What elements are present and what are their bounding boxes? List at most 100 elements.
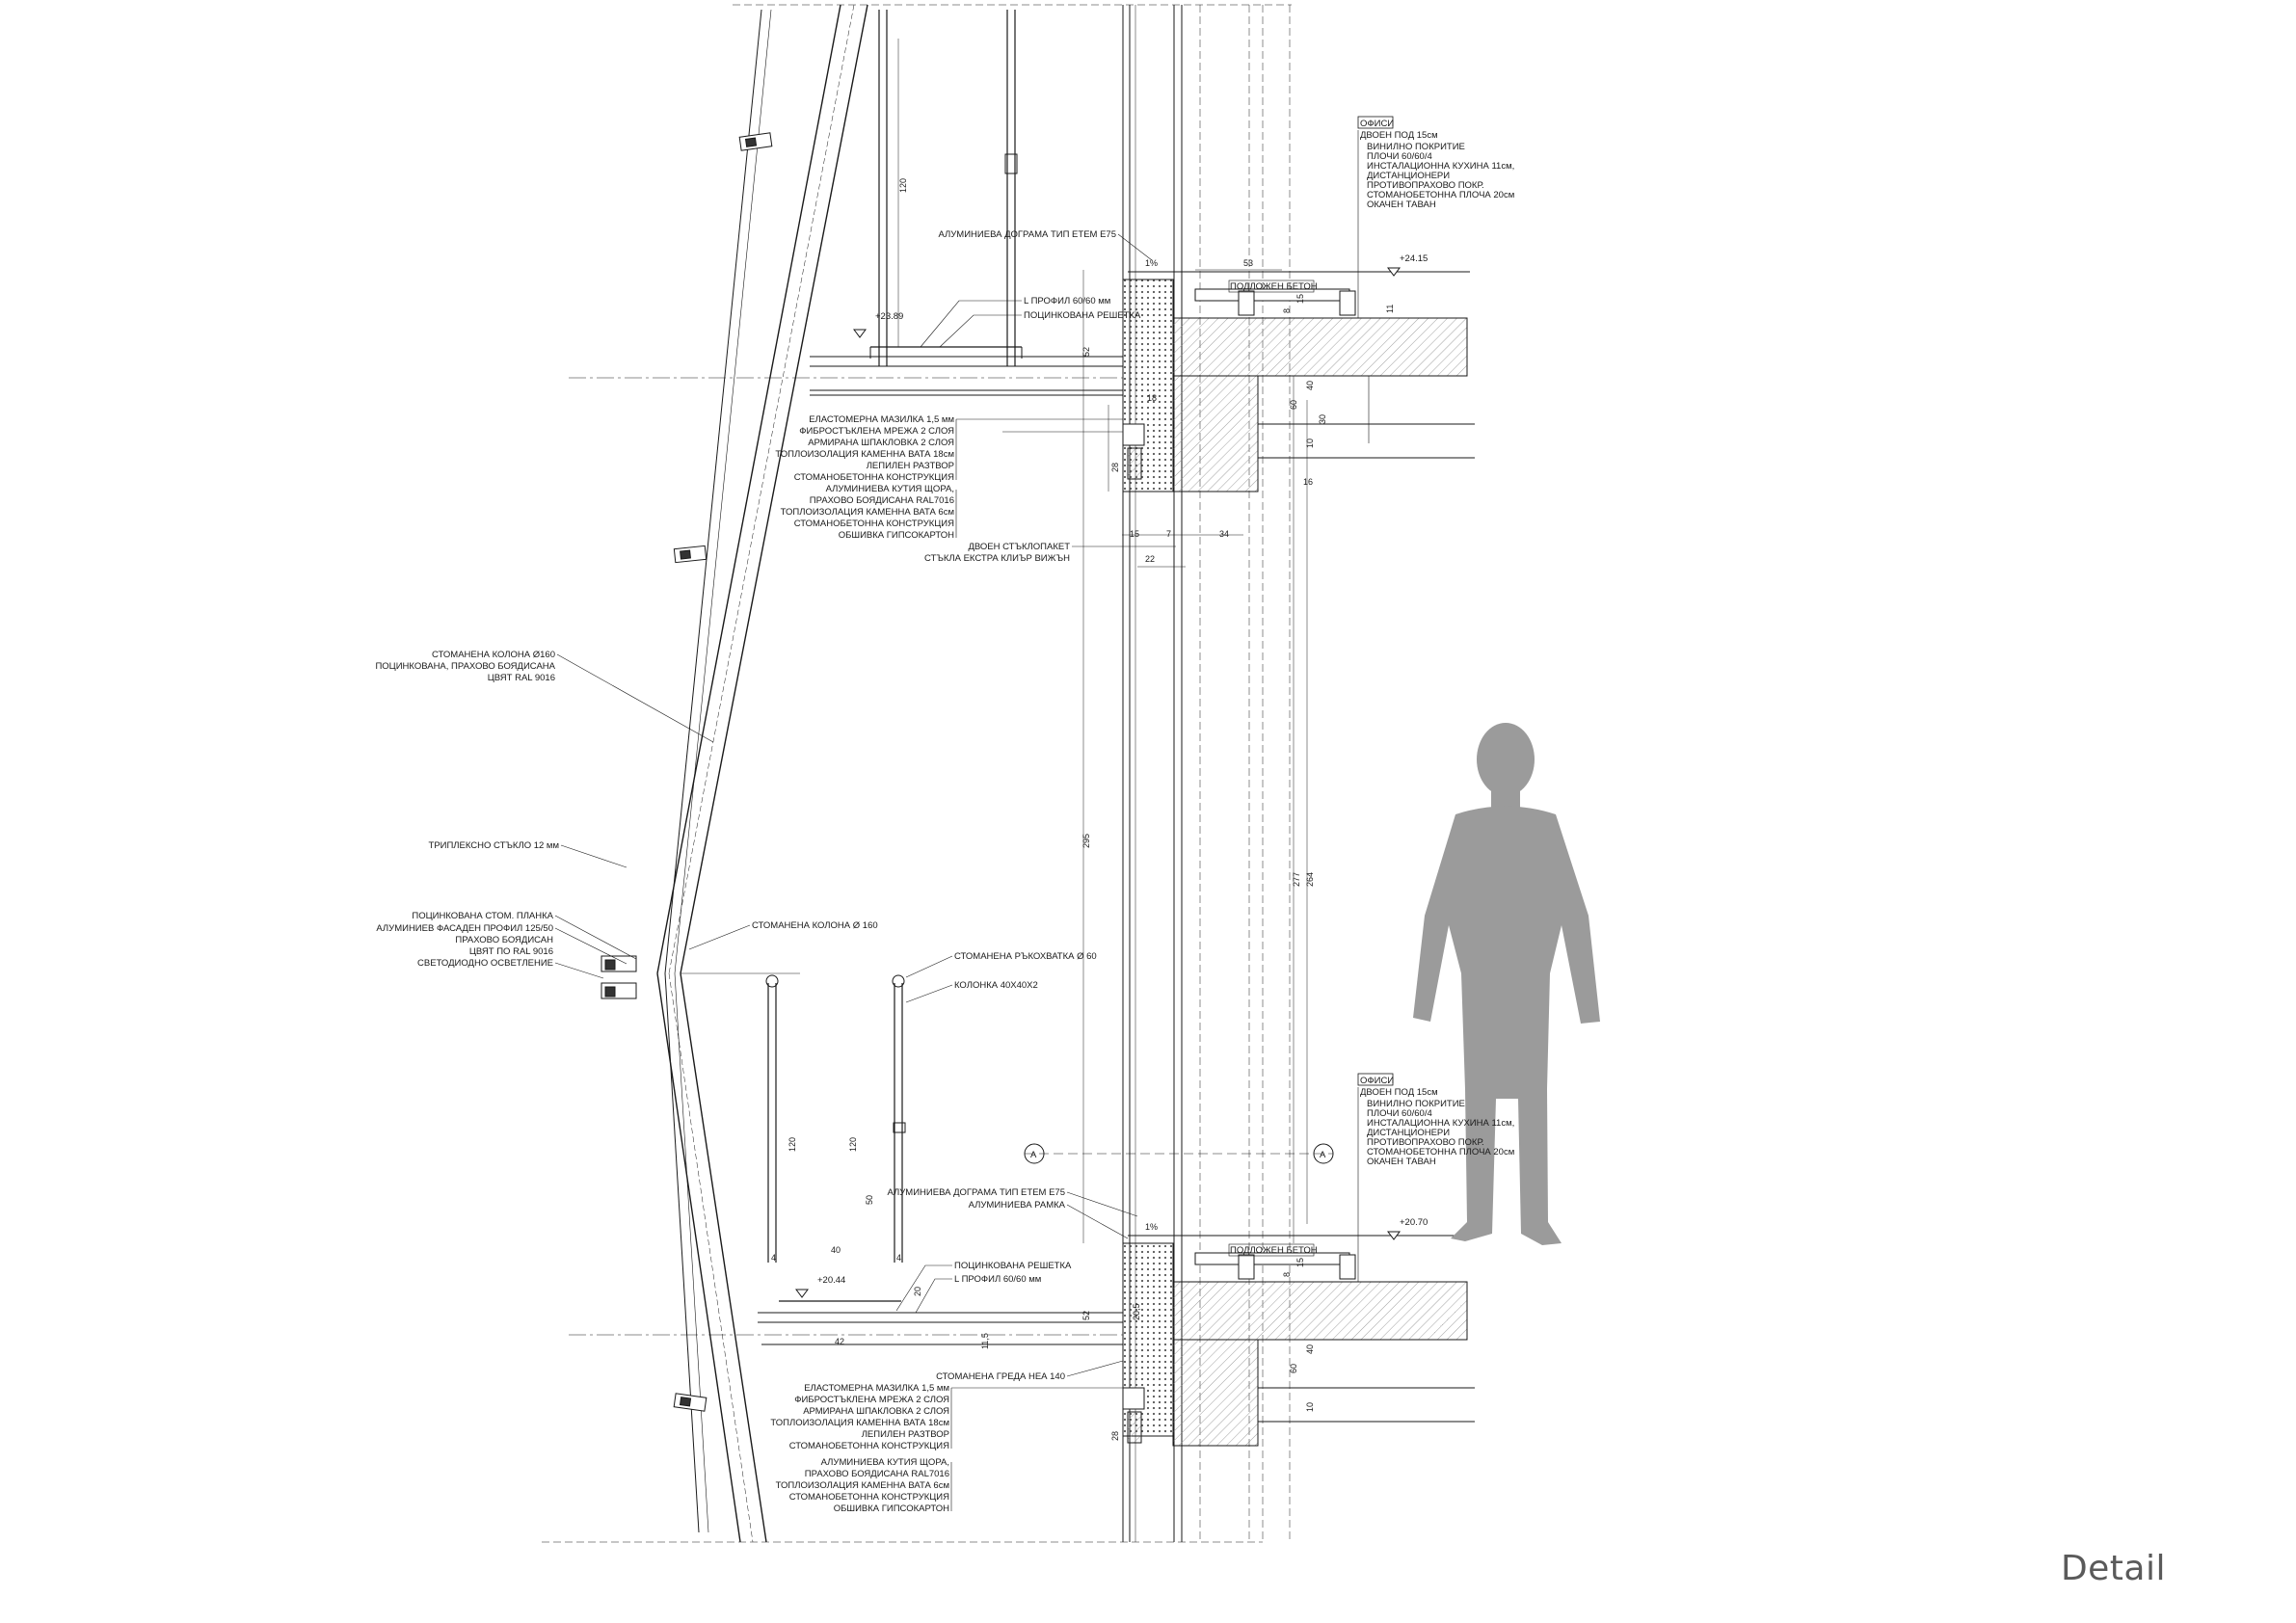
dim-post-edge: 4 <box>771 1253 776 1263</box>
dim-20-5: 20,5 <box>1132 1303 1141 1320</box>
caption: Detail <box>2060 1549 2166 1588</box>
dim-20: 20 <box>913 1287 922 1296</box>
floor-layer: ДИСТАНЦИОНЕРИ <box>1367 171 1450 181</box>
label-led: СВЕТОДИОДНО ОСВЕТЛЕНИЕ <box>417 958 553 969</box>
dim-rail-height: 120 <box>898 178 908 193</box>
floor-build-up-header: ОФИСИ <box>1360 1076 1394 1086</box>
floor-layer: ДВОЕН ПОД 15см <box>1360 1087 1438 1098</box>
lower-callouts: АЛУМИНИЕВА ДОГРАМА ТИП ЕТЕМ E75 АЛУМИНИЕ… <box>887 1187 1317 1382</box>
wall-layer: ЕЛАСТОМЕРНА МАЗИЛКА 1,5 мм <box>809 414 954 425</box>
section-marker-label-left: A <box>1030 1150 1037 1160</box>
dim-295: 295 <box>1081 834 1091 848</box>
wall-layers-upper: ЕЛАСТОМЕРНА МАЗИЛКА 1,5 мм ФИБРОСТЪКЛЕНА… <box>775 414 1123 541</box>
level-lower-floor: +20.70 <box>1400 1217 1428 1228</box>
dim-rail-depth: 40 <box>831 1245 841 1255</box>
dim-15: 15 <box>1295 294 1305 304</box>
section-marker <box>1024 1143 1334 1164</box>
floor-layer: СТОМАНОБЕТОННА ПЛОЧА 20см <box>1367 190 1514 200</box>
label-profile: АЛУМИНИЕВ ФАСАДЕН ПРОФИЛ 125/50 <box>376 923 553 934</box>
label-screed-lower: ПОДЛОЖЕН БЕТОН <box>1230 1245 1318 1256</box>
floor-layer: ВИНИЛНО ПОКРИТИЕ <box>1367 1099 1465 1109</box>
label-glazing: ДВОЕН СТЪКЛОПАКЕТ <box>968 542 1070 552</box>
lower-slab <box>1122 1235 1475 1447</box>
dim-34: 34 <box>1219 529 1229 539</box>
wall-layer: ЕЛАСТОМЕРНА МАЗИЛКА 1,5 мм <box>804 1383 949 1394</box>
floor-layer: ДИСТАНЦИОНЕРИ <box>1367 1128 1450 1138</box>
dim-post-spacing: 50 <box>865 1195 874 1205</box>
dim-slope: 1% <box>1145 1222 1158 1232</box>
reference-lines <box>542 4 1292 1543</box>
floor-layer: ПРОТИВОПРАХОВО ПОКР. <box>1367 1137 1484 1148</box>
dim-10: 10 <box>1305 439 1315 448</box>
label-post: КОЛОНКА 40Х40Х2 <box>954 980 1038 991</box>
shutter-layer: ОБШИВКА ГИПСОКАРТОН <box>839 530 954 541</box>
label-l-profile-lower: L ПРОФИЛ 60/60 мм <box>954 1274 1041 1285</box>
dim-30: 30 <box>1318 414 1327 424</box>
label-beam: СТОМАНЕНА ГРЕДА НЕА 140 <box>936 1371 1065 1382</box>
dim-42: 42 <box>835 1337 844 1346</box>
label-triplex: ТРИПЛЕКСНО СТЪКЛО 12 мм <box>429 840 559 851</box>
shutter-layer: ПРАХОВО БОЯДИСАНА RAL7016 <box>810 495 954 506</box>
shutter-layer: ТОПЛОИЗОЛАЦИЯ КАМЕННА ВАТА 6см <box>781 507 954 518</box>
floor-layer: ОКАЧЕН ТАВАН <box>1367 1157 1436 1167</box>
wall-layer: ФИБРОСТЪКЛЕНА МРЕЖА 2 СЛОЯ <box>794 1395 949 1405</box>
wall-layer: СТОМАНОБЕТОННА КОНСТРУКЦИЯ <box>789 1441 949 1451</box>
label-column-mid: СТОМАНЕНА КОЛОНА Ø 160 <box>752 920 878 931</box>
wall-layer: ТОПЛОИЗОЛАЦИЯ КАМЕННА ВАТА 18см <box>775 449 954 460</box>
wall-layer: АРМИРАНА ШПАКЛОВКА 2 СЛОЯ <box>803 1406 949 1417</box>
facade-bracket <box>601 132 773 1412</box>
label-glazing: СТЪКЛА ЕКСТРА КЛИЪР ВИЖЪН <box>924 553 1070 564</box>
floor-layer: ИНСТАЛАЦИОННА КУХИНА 11см, <box>1367 161 1514 172</box>
floor-build-up-upper: ОФИСИ ДВОЕН ПОД 15см ВИНИЛНО ПОКРИТИЕ ПЛ… <box>1357 116 1514 318</box>
label-window-frame-lower: АЛУМИНИЕВА ДОГРАМА ТИП ЕТЕМ E75 <box>887 1187 1065 1198</box>
floor-layer: ВИНИЛНО ПОКРИТИЕ <box>1367 142 1465 152</box>
label-column: ЦВЯТ RAL 9016 <box>488 673 555 683</box>
shutter-layer: ТОПЛОИЗОЛАЦИЯ КАМЕННА ВАТА 6см <box>776 1480 949 1491</box>
dim-16: 16 <box>1303 477 1313 487</box>
human-figure <box>1413 723 1600 1245</box>
dim-15: 15 <box>1130 529 1139 539</box>
wall-layer: ФИБРОСТЪКЛЕНА МРЕЖА 2 СЛОЯ <box>799 426 954 437</box>
dim-rail-height: 120 <box>848 1137 858 1152</box>
floor-layer: ПЛОЧИ 60/60/4 <box>1367 1108 1432 1119</box>
label-column: ПОЦИНКОВАНА, ПРАХОВО БОЯДИСАНА <box>375 661 555 672</box>
dim-40: 40 <box>1305 1344 1315 1354</box>
dim-28: 28 <box>1110 463 1120 472</box>
dim-52: 52 <box>1081 347 1091 357</box>
wall-layer: СТОМАНОБЕТОННА КОНСТРУКЦИЯ <box>794 472 954 483</box>
dim-28: 28 <box>1110 1431 1120 1441</box>
shutter-layer: СТОМАНОБЕТОННА КОНСТРУКЦИЯ <box>789 1492 949 1503</box>
facade-callouts: СТОМАНЕНА КОЛОНА Ø160 ПОЦИНКОВАНА, ПРАХО… <box>375 650 1097 1003</box>
label-profile: ЦВЯТ ПО RAL 9016 <box>469 946 553 957</box>
wall-layer: АРМИРАНА ШПАКЛОВКА 2 СЛОЯ <box>808 438 954 448</box>
floor-layer: ИНСТАЛАЦИОННА КУХИНА 11см, <box>1367 1118 1514 1129</box>
facade-column <box>656 4 868 1543</box>
dim-22: 22 <box>1145 554 1155 564</box>
dim-11: 11 <box>1385 305 1395 313</box>
shutter-layer: СТОМАНОБЕТОННА КОНСТРУКЦИЯ <box>794 519 954 529</box>
label-frame-lower: АЛУМИНИЕВА РАМКА <box>969 1200 1066 1211</box>
shutter-layer: АЛУМИНИЕВА КУТИЯ ЩОРА, <box>821 1457 949 1468</box>
dim-18: 18 <box>1147 393 1157 403</box>
floor-layer: ДВОЕН ПОД 15см <box>1360 130 1438 141</box>
facade-glass <box>664 9 772 1533</box>
shutter-layer: ОБШИВКА ГИПСОКАРТОН <box>834 1503 949 1514</box>
dim-15: 15 <box>1295 1258 1305 1267</box>
upper-railing <box>569 10 1123 396</box>
dim-60: 60 <box>1289 1364 1298 1373</box>
label-plate: ПОЦИНКОВАНА СТОМ. ПЛАНКА <box>412 911 553 921</box>
dim-10: 10 <box>1305 1402 1315 1412</box>
floor-layer: ОКАЧЕН ТАВАН <box>1367 200 1436 210</box>
dim-11-5: 11,5 <box>980 1333 990 1349</box>
label-column: СТОМАНЕНА КОЛОНА Ø160 <box>432 650 555 660</box>
label-profile: ПРАХОВО БОЯДИСАН <box>455 935 553 945</box>
label-l-profile-upper: L ПРОФИЛ 60/60 мм <box>1024 296 1110 306</box>
dim-8: 8 <box>1282 1272 1292 1277</box>
dim-7: 7 <box>1166 529 1171 539</box>
lower-railing <box>569 974 1123 1345</box>
level-mark <box>795 267 1401 1298</box>
wall-layers-lower: ЕЛАСТОМЕРНА МАЗИЛКА 1,5 мм ФИБРОСТЪКЛЕНА… <box>770 1383 1123 1514</box>
dim-slope: 1% <box>1145 258 1158 268</box>
dim-52: 52 <box>1081 1311 1091 1320</box>
